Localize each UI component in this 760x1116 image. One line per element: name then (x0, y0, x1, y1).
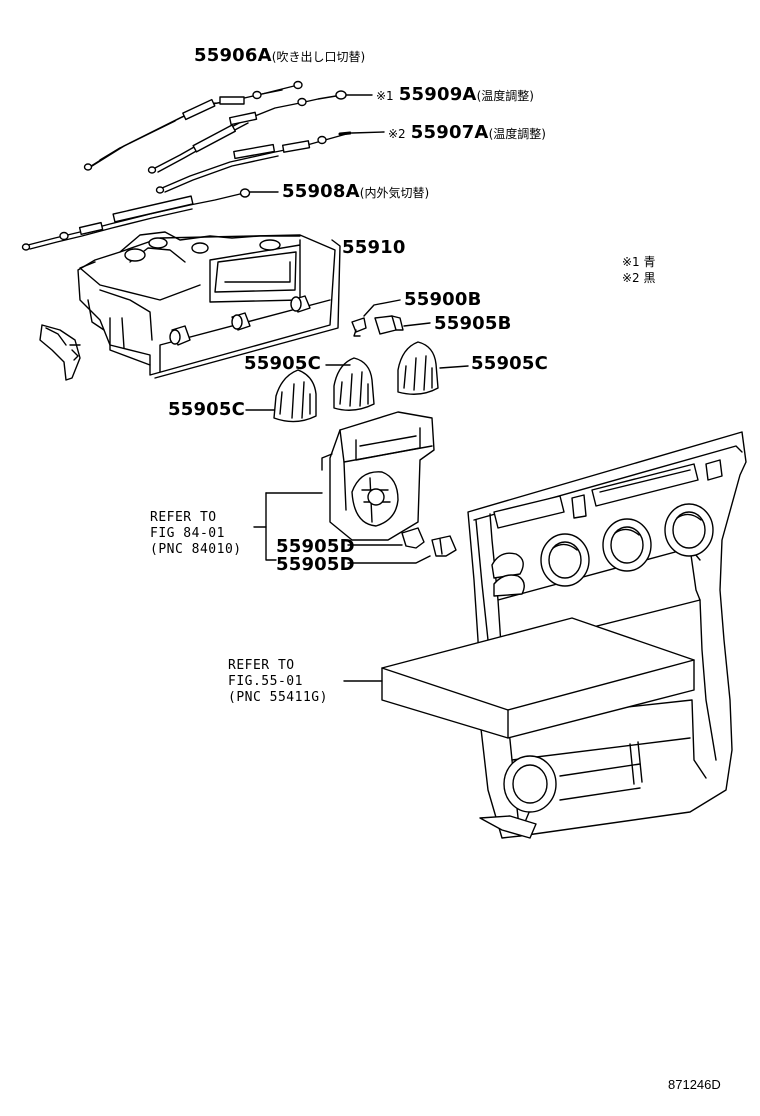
knob-55905B (374, 315, 431, 335)
leader-bracket (253, 492, 431, 564)
part-note: (温度調整) (476, 89, 534, 103)
control-assembly-55910 (39, 231, 341, 381)
label-55907A: ※2 55907A(温度調整) (388, 124, 546, 142)
part-note: (内外気切替) (359, 186, 430, 200)
button-55905D (401, 527, 457, 557)
screw-55900B (351, 299, 401, 337)
cable-55908A (21, 188, 279, 251)
label-55905C-lower: 55905C (168, 399, 246, 420)
refer-note-84-01: REFER TO FIG 84-01 (PNC 84010) (150, 510, 242, 558)
label-55910: 55910 (342, 237, 406, 258)
part-number: 55908A (282, 181, 360, 202)
label-55909A: ※1 55909A(温度調整) (376, 86, 534, 104)
knob-55905C-left (325, 357, 375, 411)
knob-55905C-lower (245, 369, 317, 423)
diagram-code: 871246D (668, 1077, 721, 1092)
refer-line-1: REFER TO (150, 510, 217, 525)
refer-line-1: REFER TO (228, 658, 295, 673)
legend-item-2: ※2 黒 (622, 271, 656, 285)
part-note: (吹き出し口切替) (271, 50, 366, 64)
label-55905D-2: 55905D (276, 554, 355, 575)
refer-note-55-01: REFER TO FIG.55-01 (PNC 55411G) (228, 658, 328, 706)
refer-line-3: (PNC 84010) (150, 542, 242, 557)
tray-box-55411G (343, 617, 695, 739)
cable-55909A (147, 90, 373, 174)
label-55905B: 55905B (434, 313, 512, 334)
refer-line-2: FIG 84-01 (150, 526, 225, 541)
label-55900B: 55900B (404, 289, 482, 310)
knob-55905C-right (397, 341, 469, 395)
part-number: 55906A (194, 45, 272, 66)
legend-item-1: ※1 青 (622, 255, 656, 269)
control-panel-84010 (321, 411, 435, 541)
label-55908A: 55908A(内外気切替) (282, 183, 429, 201)
refer-line-3: (PNC 55411G) (228, 690, 328, 705)
label-55905D-1: 55905D (276, 536, 355, 557)
cable-55907A (155, 131, 385, 194)
mark-2: ※2 (388, 127, 406, 141)
mark-1: ※1 (376, 89, 394, 103)
label-55905C-left: 55905C (244, 353, 322, 374)
refer-line-2: FIG.55-01 (228, 674, 303, 689)
cable-55906A (83, 80, 303, 171)
label-55906A: 55906A(吹き出し口切替) (194, 47, 365, 65)
part-number: 55909A (398, 84, 477, 105)
label-55905C-right: 55905C (471, 353, 549, 374)
part-note: (温度調整) (488, 127, 546, 141)
part-number: 55907A (410, 122, 489, 143)
